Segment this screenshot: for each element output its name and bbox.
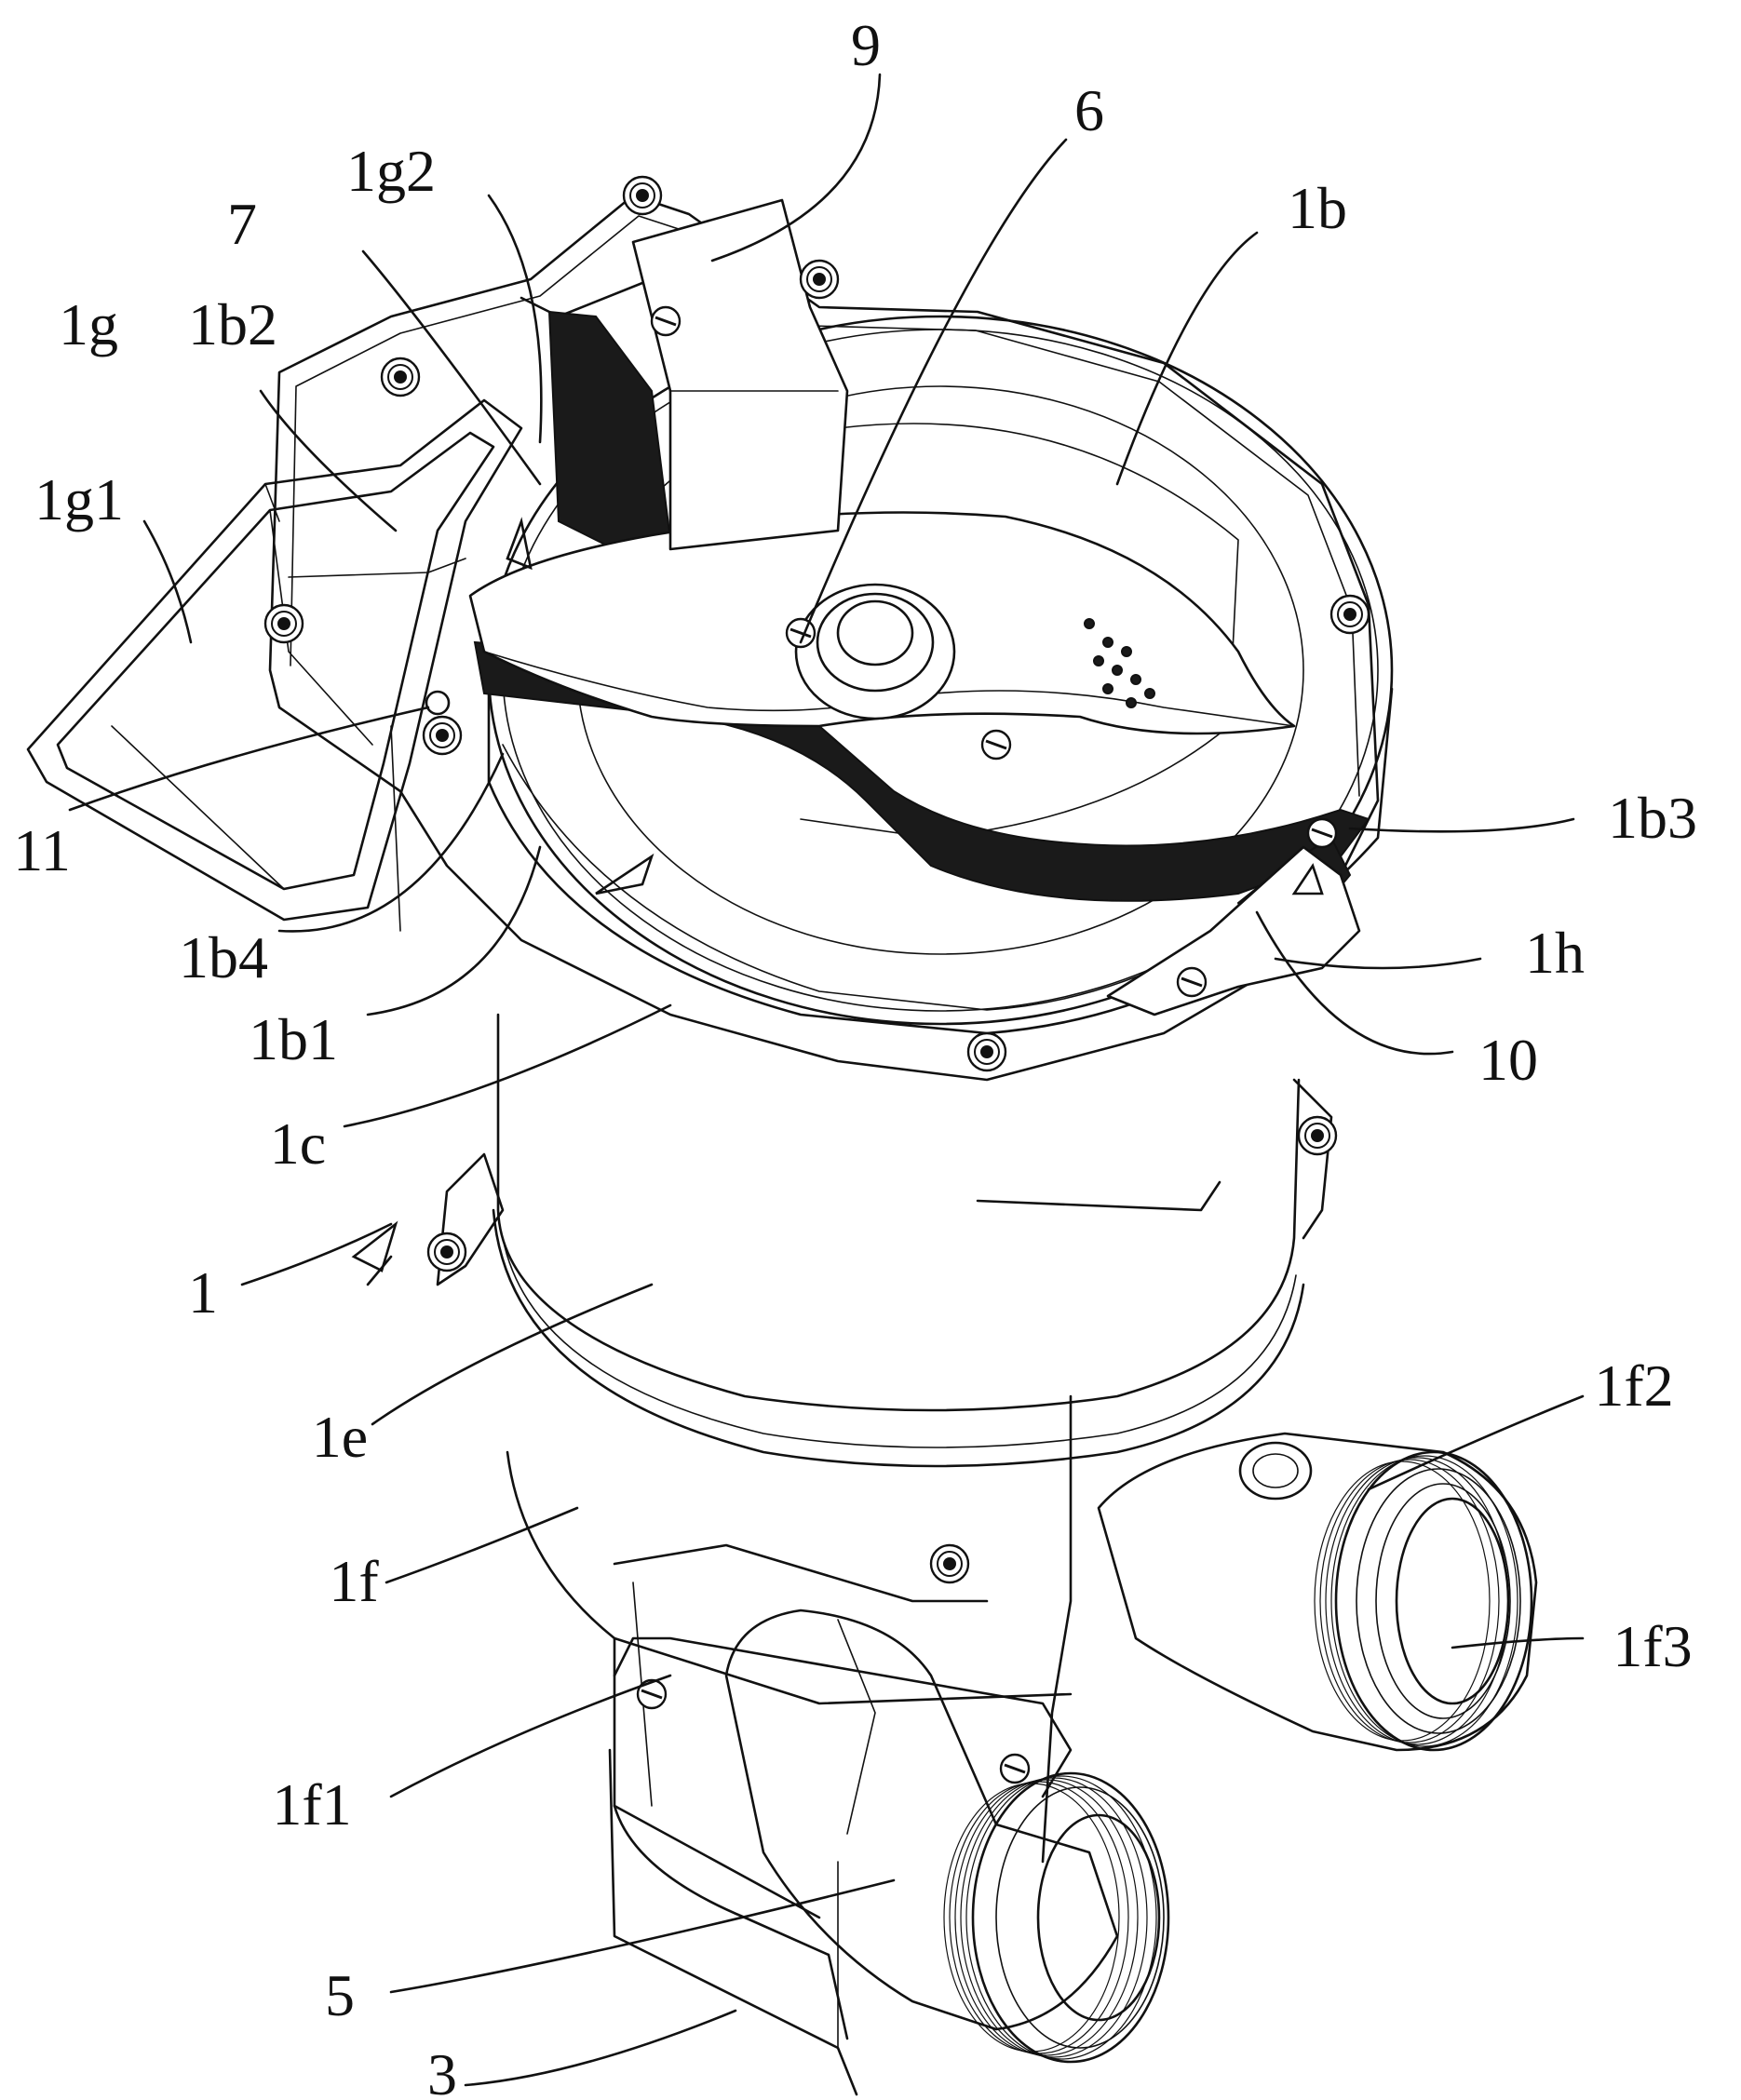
label-3: 3 (427, 2041, 457, 2100)
label-1h: 1h (1525, 920, 1585, 986)
label-1b2: 1b2 (188, 291, 277, 357)
label-1f1: 1f1 (272, 1771, 351, 1838)
label-1: 1 (188, 1259, 218, 1326)
label-7: 7 (227, 191, 257, 257)
label-1b: 1b (1288, 175, 1347, 241)
cutter-blade (470, 513, 1294, 760)
label-1g2: 1g2 (346, 138, 436, 204)
label-1f: 1f (329, 1548, 379, 1614)
lower-housing-1f (507, 1396, 1071, 2039)
label-1b4: 1b4 (179, 924, 268, 990)
label-1c: 1c (270, 1111, 326, 1177)
label-10: 10 (1478, 1027, 1538, 1093)
label-1f3: 1f3 (1613, 1613, 1692, 1679)
cylinder-1e (438, 1015, 1331, 1466)
label-1e: 1e (312, 1404, 368, 1470)
label-1f2: 1f2 (1594, 1353, 1673, 1419)
reference-labels: 9 6 1g2 1b 7 1g 1b2 1g1 11 1b3 1b4 1h 1b… (13, 12, 1697, 2100)
side-outlet (1099, 1434, 1536, 1750)
label-5: 5 (325, 1962, 355, 2028)
label-1b1: 1b1 (249, 1006, 338, 1072)
label-11: 11 (13, 817, 71, 883)
label-1b3: 1b3 (1608, 785, 1697, 851)
label-1g: 1g (59, 291, 118, 357)
front-outlet-5 (614, 1610, 1168, 2062)
label-1g1: 1g1 (34, 466, 124, 532)
label-9: 9 (851, 12, 881, 78)
label-6: 6 (1074, 77, 1104, 143)
